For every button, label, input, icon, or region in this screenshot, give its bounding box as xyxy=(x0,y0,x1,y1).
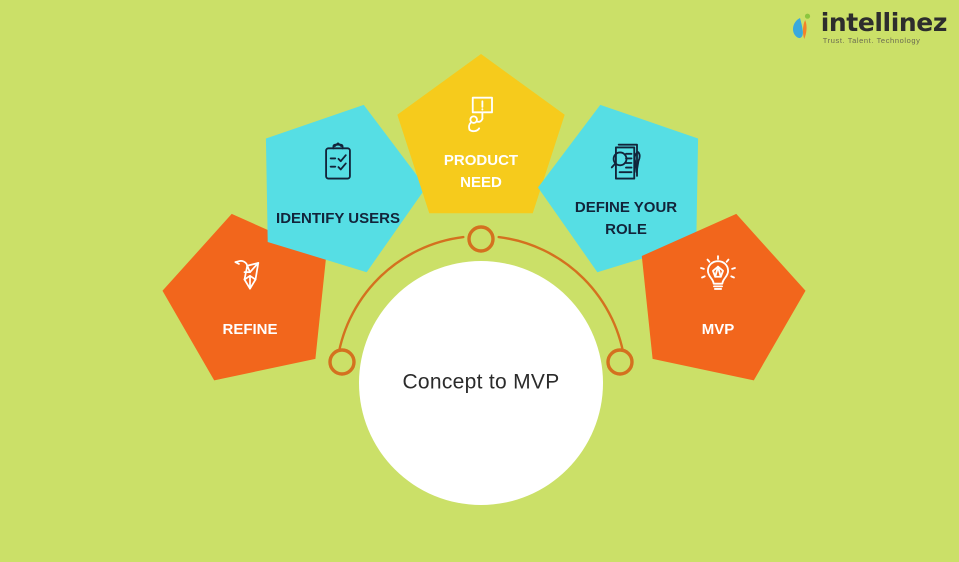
arc-markers-group xyxy=(328,225,634,376)
step-pentagon-define-your-role[interactable]: DEFINE YOUR ROLE xyxy=(520,80,727,281)
arc-marker-right xyxy=(606,348,634,376)
arc-segment-right xyxy=(497,235,627,365)
pentagon-shape xyxy=(538,104,699,273)
brand-name: intellinez xyxy=(820,8,948,37)
step-pentagon-product-need[interactable]: PRODUCT NEED xyxy=(397,54,565,214)
pentagon-label-refine: REFINE xyxy=(222,321,277,338)
step-pentagon-mvp[interactable]: MVP xyxy=(621,197,818,388)
center-hub: Concept to MVP xyxy=(359,261,603,505)
process-arc-group xyxy=(335,235,627,365)
pentagon-shape xyxy=(641,213,806,381)
step-pentagons-group: REFINE IDENTIFY USERS PRODUCT NEED DEFINE YO… xyxy=(150,54,818,388)
pentagon-label-product-need: NEED xyxy=(460,174,502,191)
pentagon-label-mvp: MVP xyxy=(702,321,735,338)
pentagon-shape xyxy=(162,213,327,381)
center-circle xyxy=(359,261,603,505)
step-pentagon-refine[interactable]: REFINE xyxy=(150,197,347,388)
step-pentagon-identify-users[interactable]: IDENTIFY USERS xyxy=(237,80,444,281)
pentagon-shape xyxy=(265,104,426,273)
pentagon-label-define-your-role: ROLE xyxy=(605,221,647,238)
intellinez-leaf-mark-icon xyxy=(789,12,815,42)
arc-segment-left xyxy=(335,235,465,365)
arc-marker-left xyxy=(328,348,356,376)
brand-tagline: Trust. Talent. Technology xyxy=(822,36,921,45)
arc-marker-top xyxy=(467,225,495,253)
brand-logo: intellinez Trust. Talent. Technology xyxy=(789,10,947,45)
pentagon-shape xyxy=(397,54,565,214)
pentagon-label-product-need: PRODUCT xyxy=(444,152,518,169)
brand-text-block: intellinez Trust. Talent. Technology xyxy=(820,8,948,45)
pentagon-label-define-your-role: DEFINE YOUR xyxy=(575,199,677,216)
pentagon-label-identify-users: IDENTIFY USERS xyxy=(276,210,400,227)
center-label: Concept to MVP xyxy=(402,371,559,394)
